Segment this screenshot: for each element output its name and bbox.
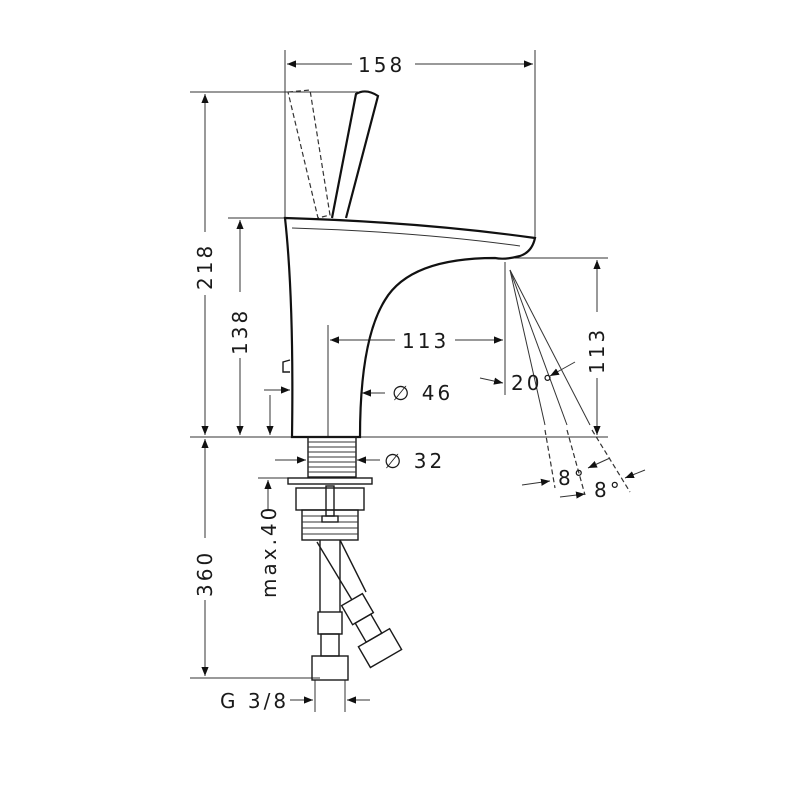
dimension-label-113-reach: 113 [402,329,449,353]
mounting-washer [287,477,373,485]
dimension-spout-height: 138 [228,220,252,435]
extension-lines [190,50,608,712]
dimension-label-g38: G 3/8 [220,689,289,713]
hose-nut-right [357,627,403,669]
dimension-connection-thread: G 3/8 [220,689,370,713]
dimension-label-138: 138 [228,308,252,355]
dimension-max-countertop: max.40 [257,386,290,598]
dimension-label-diameter-32: ∅ 32 [384,449,445,473]
spray-angle-label-8-right: 8° [594,478,623,502]
mounting-assembly [287,436,373,541]
lever-handle [330,90,380,219]
dimension-label-diameter-46: ∅ 46 [392,381,453,405]
dimension-overall-height: 218 [193,94,217,435]
hose-ferrule-right [340,592,375,626]
dimension-shank-diameter: ∅ 32 [275,449,445,473]
hose-ferrule-left [317,611,343,635]
dimension-overall-width: 158 [287,53,533,77]
dimension-outlet-height: 113 [585,260,609,435]
dimension-label-360: 360 [193,550,217,597]
dimension-label-113-height: 113 [585,327,609,374]
mounting-nut [295,487,365,511]
dimension-label-158: 158 [358,53,405,77]
faucet-spout-body [283,216,537,439]
supply-hoses [311,539,403,681]
mounting-bolt [325,485,335,517]
hose-nut-left [311,655,349,681]
dimension-hose-length: 360 [193,439,217,676]
mounting-sleeve [301,509,359,541]
dimension-body-diameter: ∅ 46 [362,381,453,405]
dimension-label-max-40: max.40 [257,505,281,598]
pop-up-rod [282,359,291,373]
faucet-body [282,89,537,439]
spray-pattern: 20° 8° 8° [479,269,646,502]
dimension-label-218: 218 [193,243,217,290]
spray-angle-label-20: 20° [511,371,555,395]
spray-angle-label-8-left: 8° [558,466,587,490]
dimension-spout-reach: 113 [330,329,503,353]
lever-open-position [287,89,331,219]
